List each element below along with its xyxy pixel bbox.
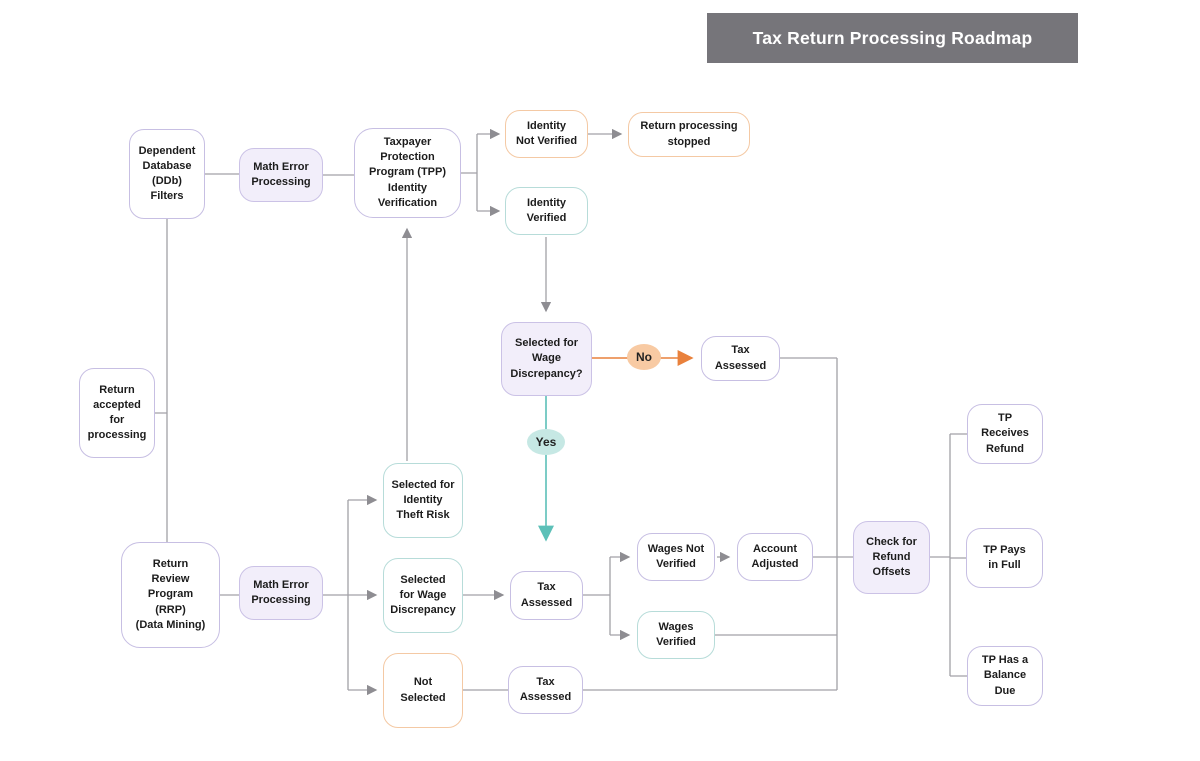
node-account-adjusted: Account Adjusted xyxy=(737,533,813,581)
node-not-selected: Not Selected xyxy=(383,653,463,728)
line-ddb-accepted-rrp xyxy=(155,219,168,542)
node-identity-not-verified: Identity Not Verified xyxy=(505,110,588,158)
title-banner: Tax Return Processing Roadmap xyxy=(707,13,1078,63)
line-tax-wage-branch xyxy=(583,557,611,635)
node-selected-wage-discrepancy-question: Selected for Wage Discrepancy? xyxy=(501,322,592,396)
gray-connectors xyxy=(155,134,967,691)
node-math-error-processing-top: Math Error Processing xyxy=(239,148,323,202)
node-wages-verified: Wages Verified xyxy=(637,611,715,659)
node-dependent-database-filters: Dependent Database (DDb) Filters xyxy=(129,129,205,219)
node-tax-assessed-not-selected: Tax Assessed xyxy=(508,666,583,714)
node-return-processing-stopped: Return processing stopped xyxy=(628,112,750,157)
decision-label-no: No xyxy=(627,344,661,370)
node-selected-identity-theft-risk: Selected for Identity Theft Risk xyxy=(383,463,463,538)
node-identity-verified: Identity Verified xyxy=(505,187,588,235)
node-tp-pays-in-full: TP Pays in Full xyxy=(966,528,1043,588)
line-tpp-branch xyxy=(461,134,478,211)
node-tpp-identity-verification: Taxpayer Protection Program (TPP) Identi… xyxy=(354,128,461,218)
node-tax-assessed-wage: Tax Assessed xyxy=(510,571,583,620)
node-return-review-program: Return Review Program (RRP) (Data Mining… xyxy=(121,542,220,648)
node-tp-receives-refund: TP Receives Refund xyxy=(967,404,1043,464)
node-tax-assessed-no-branch: Tax Assessed xyxy=(701,336,780,381)
decision-label-yes: Yes xyxy=(527,429,565,455)
gray-arrows xyxy=(348,128,731,696)
node-tp-has-balance-due: TP Has a Balance Due xyxy=(967,646,1043,706)
page-title: Tax Return Processing Roadmap xyxy=(752,27,1033,48)
line-rrp-branch xyxy=(323,500,349,690)
node-math-error-processing-bottom: Math Error Processing xyxy=(239,566,323,620)
node-selected-wage-discrepancy: Selected for Wage Discrepancy xyxy=(383,558,463,633)
line-check-to-outcomes xyxy=(930,433,967,677)
node-wages-not-verified: Wages Not Verified xyxy=(637,533,715,581)
node-return-accepted: Return accepted for processing xyxy=(79,368,155,458)
node-check-refund-offsets: Check for Refund Offsets xyxy=(853,521,930,594)
